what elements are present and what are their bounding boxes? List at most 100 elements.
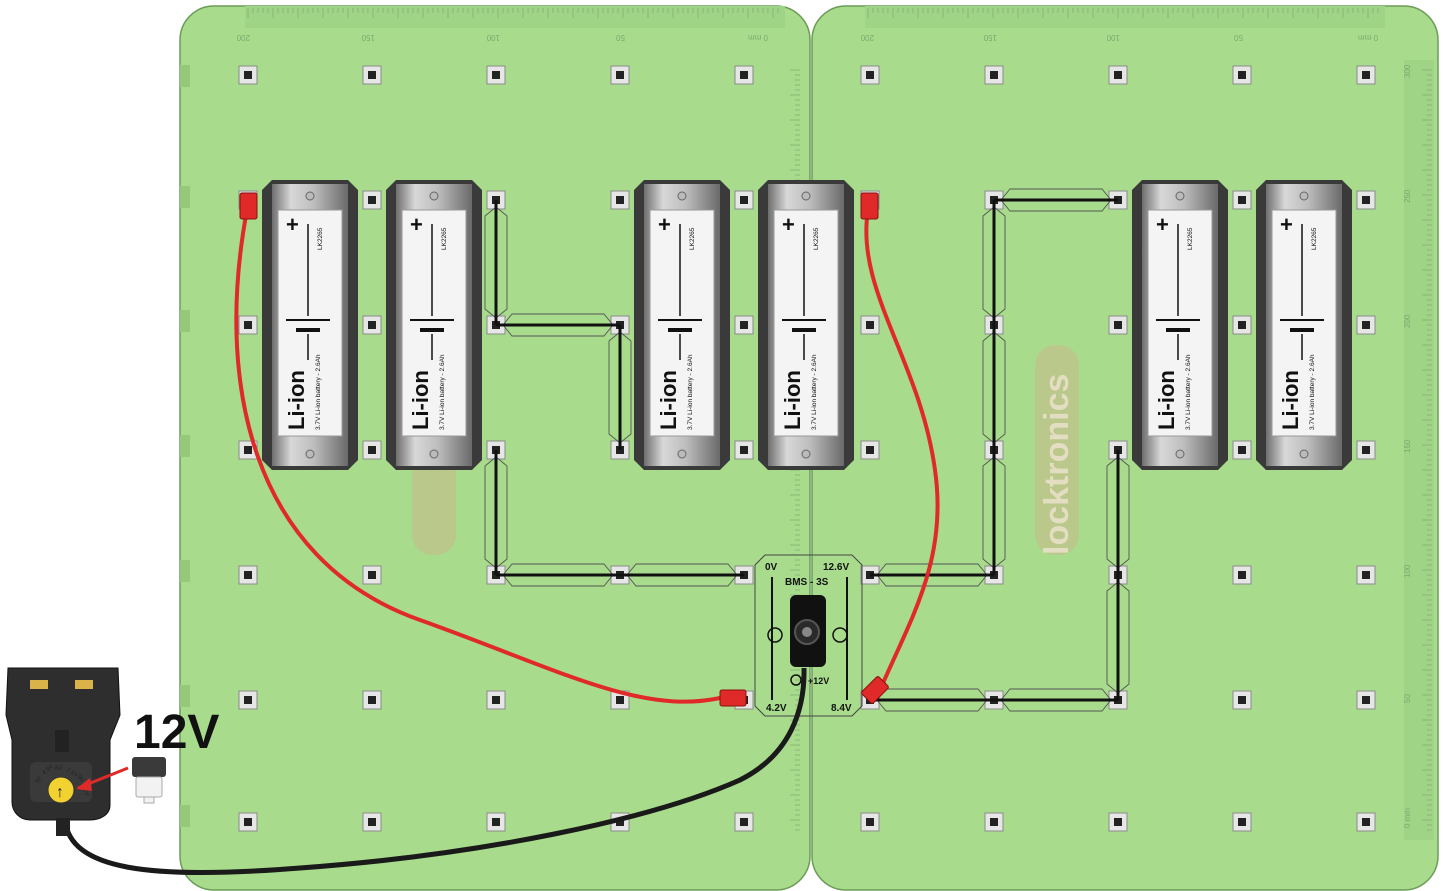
link-connector — [608, 325, 632, 450]
power-adapter[interactable]: ↑ 3V 4.5V 6V 7.5V 9V 12V — [5, 667, 121, 836]
peg — [610, 65, 630, 85]
link-connector — [1106, 450, 1130, 575]
battery-chemistry: Li-ion — [656, 370, 681, 430]
battery-chemistry: Li-ion — [780, 370, 805, 430]
red-lead-1[interactable] — [234, 192, 747, 707]
adapter-voltage-label: 12V — [134, 706, 219, 759]
battery-spec: 3.7V Li-ion battery - 2.6Ah — [811, 354, 818, 430]
peg — [610, 190, 630, 210]
battery-plus: + — [1280, 212, 1293, 237]
right-ruler-label: 0 mm — [1358, 33, 1378, 42]
peg — [734, 65, 754, 85]
peg — [734, 812, 754, 832]
peg — [860, 315, 880, 335]
peg — [1108, 315, 1128, 335]
peg — [860, 65, 880, 85]
peg — [238, 690, 258, 710]
link-connector — [620, 563, 744, 587]
vertical-ruler-label: 0 mm — [1403, 808, 1412, 828]
peg — [734, 440, 754, 460]
bms-label-0v: 0V — [765, 562, 778, 573]
peg — [1356, 315, 1376, 335]
peg — [486, 690, 506, 710]
battery-carrier[interactable]: + Li-ion 3.7V Li-ion battery - 2.6Ah LK2265 — [758, 180, 854, 470]
peg — [860, 440, 880, 460]
bms-label-4v2: 4.2V — [766, 703, 787, 714]
battery-code: LK2265 — [317, 227, 324, 250]
battery-code: LK2265 — [1187, 227, 1194, 250]
peg — [1232, 65, 1252, 85]
peg — [984, 65, 1004, 85]
peg — [610, 690, 630, 710]
peg — [1356, 812, 1376, 832]
link-connector — [1106, 575, 1130, 700]
peg — [362, 315, 382, 335]
red-lead-2[interactable] — [860, 192, 940, 704]
bms-module[interactable]: 0V 12.6V BMS - 3S +12V 4.2V 8.4V — [754, 554, 863, 717]
peg — [1108, 65, 1128, 85]
svg-text:12V: 12V — [80, 785, 89, 797]
battery-code: LK2265 — [813, 227, 820, 250]
battery-code: LK2265 — [441, 227, 448, 250]
peg — [362, 812, 382, 832]
svg-text:7.5V: 7.5V — [65, 768, 79, 779]
peg — [486, 812, 506, 832]
peg — [238, 315, 258, 335]
peg — [1356, 690, 1376, 710]
peg — [734, 315, 754, 335]
vertical-ruler-label: 100 — [1403, 564, 1412, 578]
peg — [1356, 440, 1376, 460]
peg — [486, 65, 506, 85]
vertical-ruler-label: 50 — [1403, 694, 1412, 703]
link-connector — [484, 450, 508, 575]
peg — [362, 440, 382, 460]
link-connector — [484, 200, 508, 325]
battery-spec: 3.7V Li-ion battery - 2.6Ah — [687, 354, 694, 430]
svg-text:↑: ↑ — [56, 784, 64, 801]
link-connector — [994, 188, 1118, 212]
link-connectors — [484, 188, 1130, 712]
peg — [238, 65, 258, 85]
svg-text:locktronics: locktronics — [1038, 374, 1076, 555]
svg-text:3V: 3V — [35, 776, 44, 785]
peg — [1232, 690, 1252, 710]
bms-label-12v6: 12.6V — [823, 562, 849, 573]
peg — [1232, 440, 1252, 460]
battery-carriers: + Li-ion 3.7V Li-ion battery - 2.6Ah LK2265… — [262, 180, 1352, 470]
peg — [1232, 190, 1252, 210]
peg — [734, 190, 754, 210]
left-ruler-label: 150 — [361, 33, 375, 42]
bms-label-8v4: 8.4V — [831, 703, 852, 714]
peg — [362, 190, 382, 210]
peg — [1356, 65, 1376, 85]
peg — [238, 812, 258, 832]
link-connector — [982, 325, 1006, 450]
right-ruler-label: 150 — [983, 33, 997, 42]
battery-plus: + — [782, 212, 795, 237]
12v-tip-connector — [132, 757, 166, 804]
peg — [1356, 565, 1376, 585]
left-ruler-label: 0 mm — [748, 33, 768, 42]
vertical-ruler-label: 150 — [1403, 439, 1412, 453]
battery-chemistry: Li-ion — [1278, 370, 1303, 430]
bms-jack-label: +12V — [808, 676, 829, 686]
voltage-dial[interactable] — [47, 776, 75, 804]
vertical-ruler-label: 300 — [1403, 64, 1412, 78]
left-ruler-label: 100 — [486, 33, 500, 42]
battery-spec: 3.7V Li-ion battery - 2.6Ah — [439, 354, 446, 430]
peg — [362, 565, 382, 585]
power-cable — [62, 667, 807, 876]
link-connector — [982, 450, 1006, 575]
link-connector — [496, 563, 620, 587]
link-connector — [496, 313, 620, 337]
peg — [362, 690, 382, 710]
svg-text:6V: 6V — [55, 766, 62, 772]
battery-code: LK2265 — [689, 227, 696, 250]
dial-pointer-arrow — [76, 766, 129, 791]
